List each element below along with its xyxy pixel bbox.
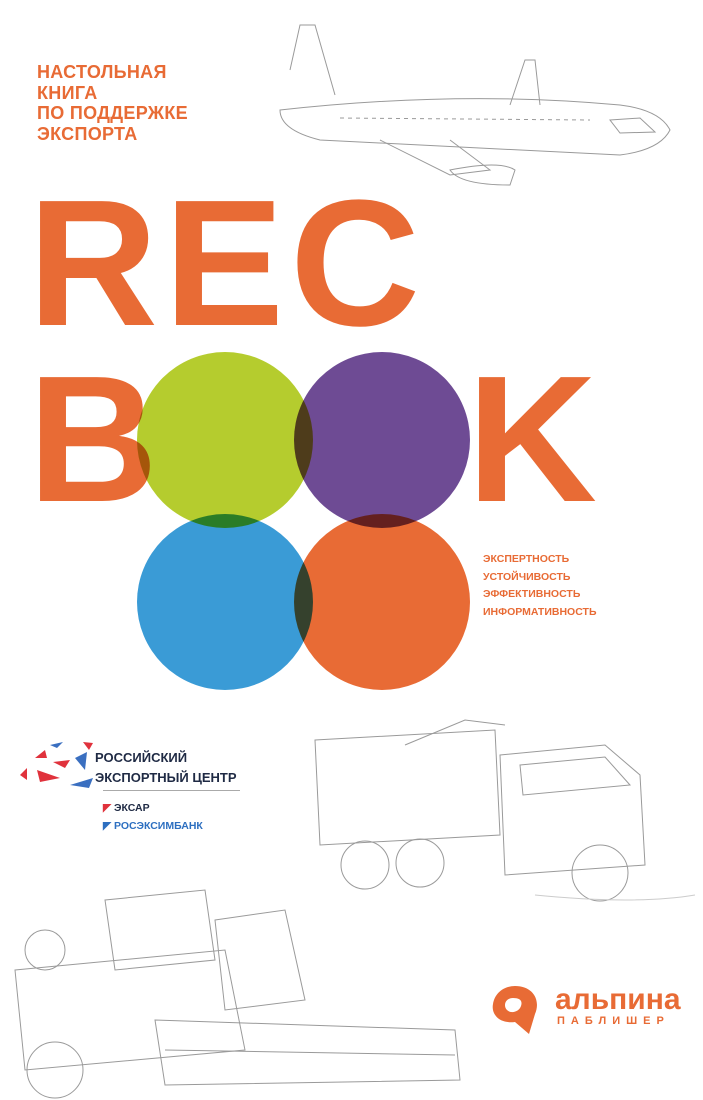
- purple-circle: [294, 352, 470, 528]
- partner-label: РОСЭКСИМБАНК: [114, 820, 203, 832]
- airplane-sketch: [279, 24, 671, 186]
- taglines: ЭКСПЕРТНОСТЬ УСТОЙЧИВОСТЬ ЭФФЕКТИВНОСТЬ …: [483, 551, 597, 621]
- tagline: ЭФФЕКТИВНОСТЬ: [483, 588, 581, 600]
- tagline: ИНФОРМАТИВНОСТЬ: [483, 605, 597, 618]
- publisher-name: альпина: [555, 983, 681, 1016]
- blue-circle: [137, 514, 313, 690]
- title-k: K: [467, 339, 597, 540]
- rec-name-line: РОССИЙСКИЙ: [95, 750, 188, 765]
- tagline: УСТОЙЧИВОСТЬ: [483, 570, 571, 583]
- publisher-sub: ПАБЛИШЕР: [557, 1015, 670, 1027]
- rec-name-line: ЭКСПОРТНЫЙ ЦЕНТР: [95, 770, 237, 785]
- alpina-logo-icon: [492, 986, 537, 1034]
- partner-label: ЭКСАР: [114, 802, 150, 814]
- subtitle-line: ЭКСПОРТА: [37, 123, 138, 144]
- rec-logo-text: РОССИЙСКИЙ ЭКСПОРТНЫЙ ЦЕНТР: [95, 748, 237, 788]
- subtitle: НАСТОЛЬНАЯ КНИГА ПО ПОДДЕРЖКЕ ЭКСПОРТА: [37, 62, 188, 144]
- truck-sketch: [314, 719, 696, 902]
- rec-logo-icon: [20, 742, 93, 788]
- subtitle-line: КНИГА: [37, 82, 98, 103]
- partner-exiar: ◤ ЭКСАР: [103, 802, 150, 814]
- logo-divider: [103, 790, 240, 791]
- title-rec: REC: [28, 163, 427, 364]
- partner-roseximbank: ◤ РОСЭКСИМБАНК: [103, 820, 203, 832]
- subtitle-line: НАСТОЛЬНАЯ: [37, 62, 167, 82]
- tagline: ЭКСПЕРТНОСТЬ: [483, 553, 570, 565]
- orange-circle: [294, 514, 470, 690]
- subtitle-line: ПО ПОДДЕРЖКЕ: [37, 103, 188, 123]
- combine-harvester-sketch: [14, 889, 461, 1099]
- title-b: B: [28, 339, 158, 540]
- green-circle: [137, 352, 313, 528]
